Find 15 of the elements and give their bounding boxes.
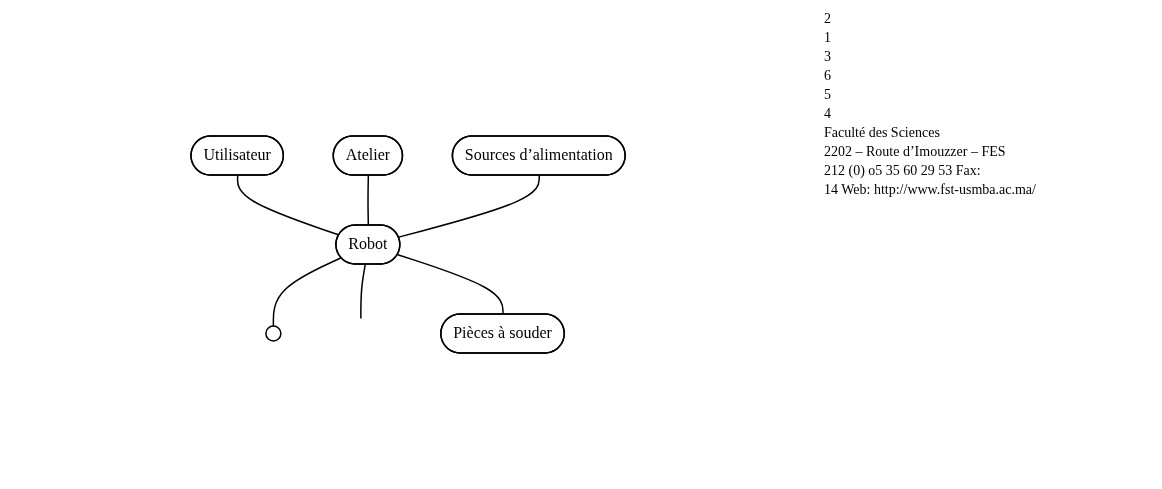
connector bbox=[360, 263, 366, 320]
footer-text: 14 Web: http://www.fst-usmba.ac.ma/ bbox=[824, 182, 1037, 198]
connector bbox=[397, 174, 540, 238]
node-circle bbox=[265, 325, 282, 342]
number-label: 4 bbox=[824, 106, 832, 122]
number-label: 6 bbox=[824, 68, 832, 84]
connector bbox=[236, 174, 340, 236]
footer-text: 2202 – Route d’Imouzzer – FES bbox=[824, 144, 1007, 160]
number-label: 1 bbox=[824, 30, 832, 46]
number-label: 3 bbox=[824, 49, 832, 65]
number-label: 2 bbox=[824, 11, 832, 27]
footer-text: Faculté des Sciences bbox=[824, 125, 941, 141]
number-label: 5 bbox=[824, 87, 832, 103]
connector bbox=[272, 257, 342, 327]
footer-text: 212 (0) o5 35 60 29 53 Fax: bbox=[824, 163, 982, 179]
